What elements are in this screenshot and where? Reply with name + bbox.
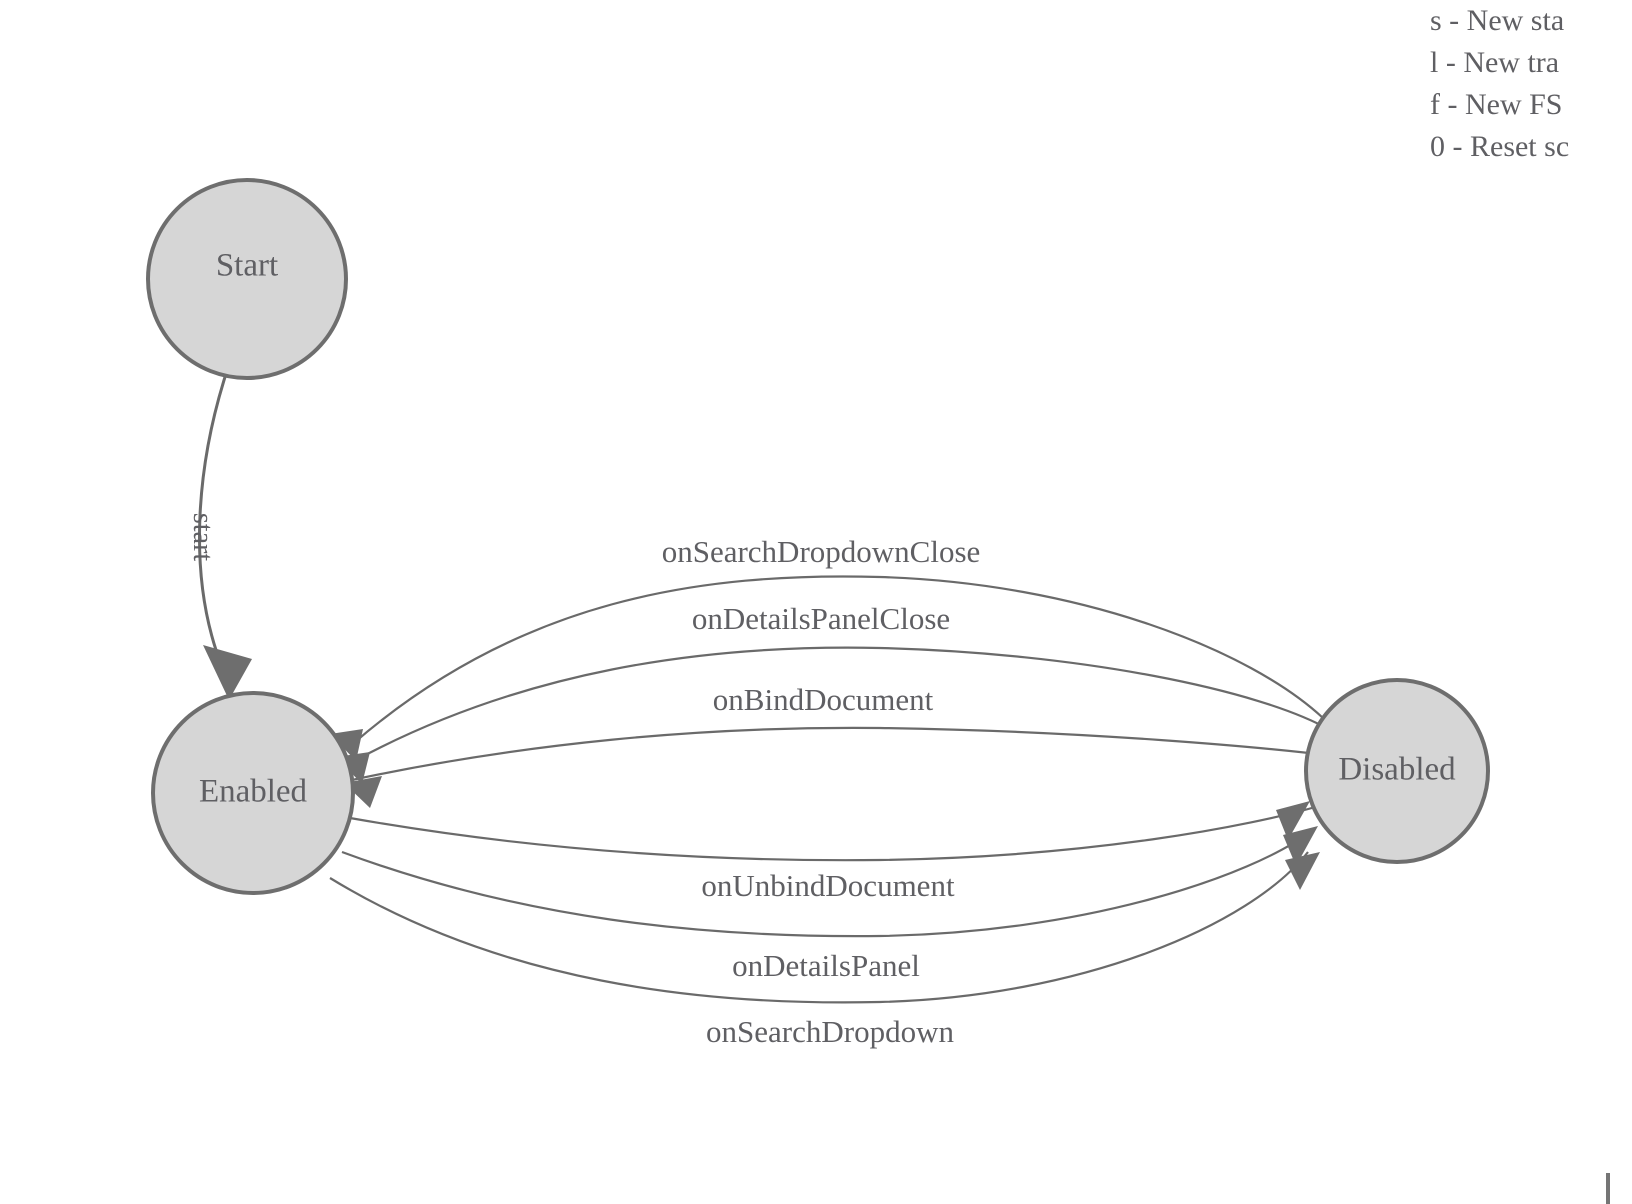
arrowhead-start-into-enabled — [203, 645, 252, 700]
keyboard-shortcuts-help: s - New sta l - New tra f - New FS 0 - R… — [1430, 0, 1632, 168]
node-disabled-label: Disabled — [1338, 752, 1456, 788]
arrowhead-into-disabled-1 — [1276, 801, 1310, 840]
help-line-reset: 0 - Reset sc — [1430, 130, 1570, 163]
edge-on-search-dropdown-close[interactable] — [354, 575, 1324, 743]
node-enabled-label: Enabled — [199, 774, 308, 810]
node-disabled-circle[interactable] — [1304, 678, 1490, 864]
edge-label-start: start — [187, 513, 218, 561]
edge-label-on-details-panel-close: onDetailsPanelClose — [692, 601, 950, 636]
canvas-corner-frame — [1606, 1173, 1632, 1204]
edge-on-details-panel[interactable] — [341, 829, 1314, 938]
edge-label-on-bind-document: onBindDocument — [713, 682, 934, 717]
edge-on-search-dropdown[interactable] — [329, 851, 1309, 1004]
node-start-circle[interactable] — [146, 178, 348, 380]
help-line-new-state: s - New sta — [1430, 4, 1565, 37]
edge-label-on-details-panel: onDetailsPanel — [732, 948, 920, 983]
edge-label-on-search-dropdown: onSearchDropdown — [706, 1014, 954, 1049]
edge-on-details-panel-close[interactable] — [355, 646, 1331, 761]
edge-label-on-unbind-document: onUnbindDocument — [701, 868, 955, 903]
edge-label-on-search-dropdown-close: onSearchDropdownClose — [662, 534, 981, 569]
node-start[interactable]: Start — [146, 178, 348, 380]
edge-on-unbind-document[interactable] — [349, 804, 1320, 862]
node-disabled[interactable]: Disabled — [1304, 678, 1490, 864]
edge-start[interactable] — [198, 376, 227, 651]
node-enabled-circle[interactable] — [151, 691, 355, 895]
node-start-label: Start — [216, 248, 278, 284]
help-line-new-fsm: f - New FS — [1430, 88, 1563, 121]
arrowhead-into-disabled-3 — [1285, 852, 1320, 890]
help-line-new-transition: l - New tra — [1430, 46, 1560, 79]
arrowhead-into-disabled-2 — [1283, 826, 1318, 866]
node-enabled[interactable]: Enabled — [151, 691, 355, 895]
edge-on-bind-document[interactable] — [351, 726, 1335, 782]
